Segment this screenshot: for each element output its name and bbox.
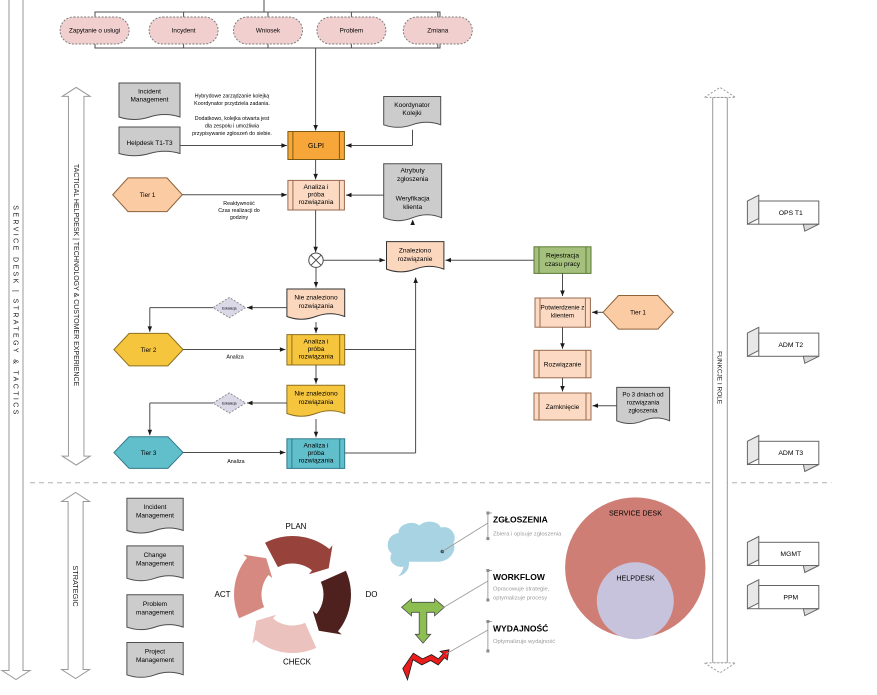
svg-text:OPS T1: OPS T1 xyxy=(779,210,803,217)
svg-text:WYDAJNOŚĆ: WYDAJNOŚĆ xyxy=(493,623,548,634)
svg-text:Problem: Problem xyxy=(143,601,167,608)
svg-text:Management: Management xyxy=(136,657,174,664)
svg-text:SERVICE DESK | STRATEGY & TACT: SERVICE DESK | STRATEGY & TACTICS xyxy=(12,205,19,416)
svg-text:Eskalacja: Eskalacja xyxy=(222,306,237,310)
svg-text:Analiza i: Analiza i xyxy=(304,339,329,346)
svg-text:Tier 2: Tier 2 xyxy=(141,347,157,354)
svg-text:Opracowuje strategie,: Opracowuje strategie, xyxy=(493,587,550,593)
svg-text:zgłoszenia: zgłoszenia xyxy=(628,408,658,415)
svg-text:rozwiązania: rozwiązania xyxy=(299,354,334,361)
svg-text:Nie znaleziono: Nie znaleziono xyxy=(294,391,338,398)
svg-text:rozwiązania: rozwiązania xyxy=(627,400,660,407)
svg-text:próba: próba xyxy=(308,192,325,199)
svg-text:management: management xyxy=(136,609,174,616)
svg-text:Analiza i: Analiza i xyxy=(304,184,329,191)
svg-text:rozwiązania: rozwiązania xyxy=(299,458,334,465)
svg-text:PPM: PPM xyxy=(783,594,798,601)
svg-text:GLPI: GLPI xyxy=(308,143,324,150)
svg-text:godziny: godziny xyxy=(230,215,249,221)
svg-text:rozwiązania: rozwiązania xyxy=(299,399,334,406)
svg-text:Atrybuty: Atrybuty xyxy=(401,168,426,175)
svg-text:Management: Management xyxy=(131,97,169,104)
svg-text:PLAN: PLAN xyxy=(286,522,307,531)
svg-text:Nie znaleziono: Nie znaleziono xyxy=(294,295,338,302)
svg-text:Weryfikacja: Weryfikacja xyxy=(396,196,430,203)
svg-text:CHECK: CHECK xyxy=(283,658,312,667)
svg-text:Koordynator: Koordynator xyxy=(394,102,430,109)
svg-text:Management: Management xyxy=(136,560,174,567)
svg-text:ADM T2: ADM T2 xyxy=(778,342,803,349)
svg-text:Wniosek: Wniosek xyxy=(256,28,281,35)
svg-text:WORKFLOW: WORKFLOW xyxy=(493,572,546,582)
svg-text:DO: DO xyxy=(366,590,378,599)
svg-text:Problem: Problem xyxy=(340,28,363,35)
svg-text:TACTICAL HELPDESK | TECHNOLOGY: TACTICAL HELPDESK | TECHNOLOGY & CUSTOME… xyxy=(72,164,79,387)
svg-text:Tier 1: Tier 1 xyxy=(630,310,646,317)
svg-text:Zbiera i opisuje zgłoszenia: Zbiera i opisuje zgłoszenia xyxy=(493,532,562,538)
svg-text:Analiza: Analiza xyxy=(226,355,243,361)
svg-text:Dodatkowo, kolejka otwarta jes: Dodatkowo, kolejka otwarta jest xyxy=(195,116,270,122)
svg-text:Znaleziono: Znaleziono xyxy=(399,248,432,255)
svg-text:Incident: Incident xyxy=(144,504,167,511)
svg-text:rozwiązanie: rozwiązanie xyxy=(398,256,433,263)
svg-text:Rejestracja: Rejestracja xyxy=(546,253,579,260)
svg-text:ADM T3: ADM T3 xyxy=(778,450,803,457)
svg-text:Tier 1: Tier 1 xyxy=(140,192,156,199)
svg-text:Po 3 dniach od: Po 3 dniach od xyxy=(622,392,664,399)
svg-text:próba: próba xyxy=(308,450,325,457)
svg-text:Analiza: Analiza xyxy=(227,459,244,465)
svg-text:ACT: ACT xyxy=(215,590,231,599)
svg-text:Zamknięcie: Zamknięcie xyxy=(546,404,580,411)
svg-text:ZGŁOSZENIA: ZGŁOSZENIA xyxy=(493,515,548,525)
svg-text:klienta: klienta xyxy=(403,204,422,211)
svg-text:klientem: klientem xyxy=(551,313,574,320)
svg-text:SERVICE DESK: SERVICE DESK xyxy=(609,509,662,518)
svg-text:Czas realizacji do: Czas realizacji do xyxy=(218,208,260,214)
svg-text:dla zespołu i umożliwia: dla zespołu i umożliwia xyxy=(205,124,259,130)
svg-text:Tier 3: Tier 3 xyxy=(141,450,157,457)
svg-text:STRATEGIC: STRATEGIC xyxy=(71,565,80,606)
svg-text:Change: Change xyxy=(144,552,167,559)
svg-text:Rozwiązanie: Rozwiązanie xyxy=(544,361,582,368)
svg-text:Hybrydowe zarządzanie kolejką: Hybrydowe zarządzanie kolejką xyxy=(195,94,270,100)
svg-text:Analiza i: Analiza i xyxy=(304,443,329,450)
svg-text:przypisywanie zgłoszeń do sieb: przypisywanie zgłoszeń do siebie. xyxy=(192,131,272,137)
svg-text:Zapytanie o usługi: Zapytanie o usługi xyxy=(69,28,120,35)
svg-text:Eskalacja: Eskalacja xyxy=(222,402,237,406)
svg-text:Incydent: Incydent xyxy=(172,28,196,35)
svg-text:Project: Project xyxy=(145,649,165,656)
svg-text:Management: Management xyxy=(136,513,174,520)
svg-text:zgłoszenia: zgłoszenia xyxy=(397,176,428,183)
svg-text:rozwiązania: rozwiązania xyxy=(299,199,334,206)
svg-text:HELPDESK: HELPDESK xyxy=(616,574,655,583)
svg-text:MGMT: MGMT xyxy=(780,551,801,558)
svg-text:Incident: Incident xyxy=(138,89,161,96)
svg-text:Optymalizuje wydajność: Optymalizuje wydajność xyxy=(493,639,555,645)
svg-text:optymalizuje procesy: optymalizuje procesy xyxy=(493,596,547,602)
svg-text:FUNKCJE I ROLE: FUNKCJE I ROLE xyxy=(716,351,723,405)
svg-text:rozwiązania: rozwiązania xyxy=(299,303,334,310)
svg-text:czasu pracy: czasu pracy xyxy=(545,261,581,268)
svg-text:Zmiana: Zmiana xyxy=(427,28,448,35)
svg-text:Kolejki: Kolejki xyxy=(402,110,421,117)
svg-text:Reaktywność: Reaktywność xyxy=(223,201,255,207)
svg-text:Koordynator przydziela zadania: Koordynator przydziela zadania. xyxy=(194,101,270,107)
svg-text:próba: próba xyxy=(308,346,325,353)
svg-text:Helpdesk T1-T3: Helpdesk T1-T3 xyxy=(126,140,173,147)
svg-text:Potwierdzenie z: Potwierdzenie z xyxy=(541,305,585,312)
